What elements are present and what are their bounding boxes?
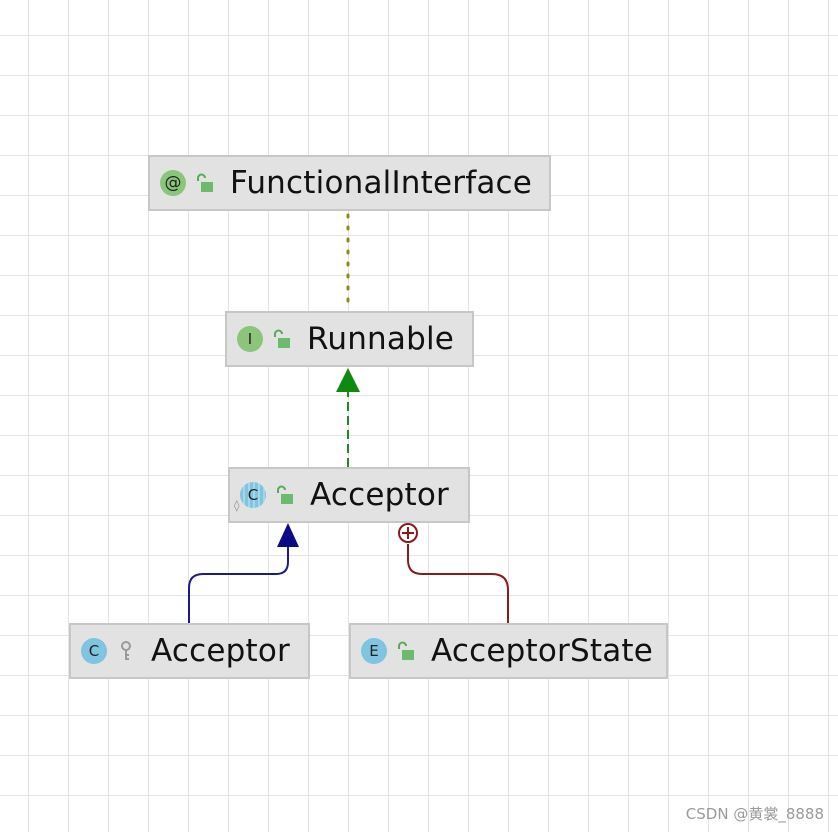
node-name: FunctionalInterface	[230, 165, 533, 201]
inner-class-circle-plus-icon	[398, 523, 418, 543]
edge-extends	[188, 547, 289, 623]
public-lock-icon	[395, 640, 417, 662]
node-acceptor-impl[interactable]: C Acceptor	[69, 623, 310, 679]
node-name: Acceptor	[310, 477, 449, 513]
node-name: AcceptorState	[431, 633, 654, 669]
public-lock-icon	[271, 328, 293, 350]
public-lock-icon	[274, 484, 296, 506]
edge-inner-class	[407, 544, 509, 623]
node-name: Runnable	[307, 321, 455, 357]
edge-implements-arrowhead	[336, 368, 360, 392]
class-icon: C	[81, 638, 107, 664]
badge-glyph: C	[247, 486, 259, 504]
node-acceptor-state[interactable]: E AcceptorState	[349, 623, 668, 679]
watermark: CSDN @黄裳_8888	[685, 805, 824, 823]
annotation-icon: @	[160, 170, 186, 196]
node-name: Acceptor	[151, 633, 290, 669]
public-lock-icon	[194, 172, 216, 194]
edge-extends-arrowhead	[277, 523, 299, 547]
abstract-marker-icon: ◊	[234, 499, 240, 512]
package-key-icon	[115, 640, 137, 662]
enum-icon: E	[361, 638, 387, 664]
node-runnable[interactable]: I Runnable	[225, 311, 474, 367]
node-acceptor-abstract[interactable]: C ◊ Acceptor	[228, 467, 470, 523]
node-functional-interface[interactable]: @ FunctionalInterface	[148, 155, 551, 211]
abstract-class-icon: C ◊	[234, 482, 266, 512]
interface-icon: I	[237, 326, 263, 352]
